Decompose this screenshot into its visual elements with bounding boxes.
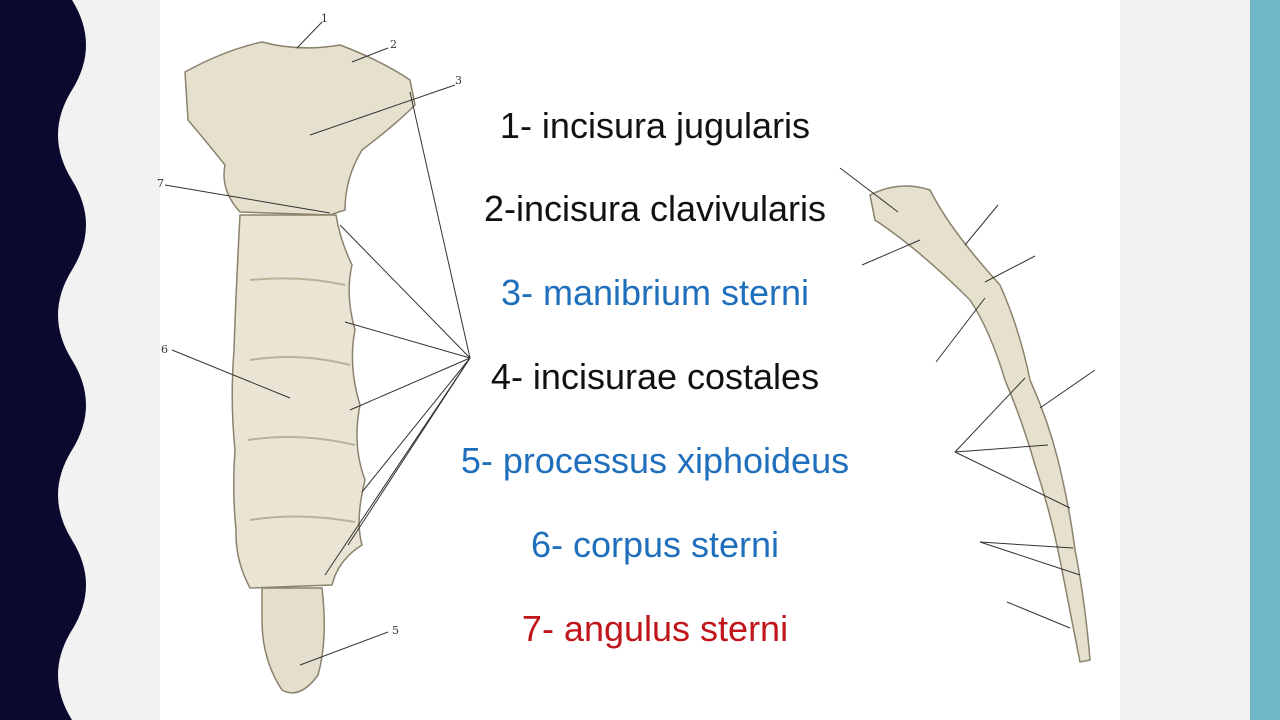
sternum-lateral-view (869, 185, 1091, 663)
decorative-accent-bar (1250, 0, 1280, 720)
figure-number-1: 1 (321, 12, 328, 25)
label-angulus-sterni: 7- angulus sterni (521, 608, 789, 649)
lateral-sternum-shape (869, 185, 1091, 663)
leader-lines-lateral (839, 167, 1096, 629)
label-processus-xiphoideus: 5- processus xiphoideus (460, 440, 850, 481)
figure-number-3: 3 (455, 74, 462, 87)
label-manubrium-sterni: 3- manibrium sterni (500, 272, 810, 313)
figure-number-6: 6 (161, 343, 168, 356)
manubrium-shape (184, 41, 416, 216)
label-incisurae-costales: 4- incisurae costales (490, 356, 820, 397)
label-corpus-sterni: 6- corpus sterni (530, 524, 780, 565)
sternum-body-shape (231, 214, 366, 589)
label-incisura-clavicularis: 2-incisura clavivularis (483, 188, 827, 229)
figure-number-2: 2 (390, 38, 397, 51)
xiphoid-shape (261, 587, 325, 694)
decorative-wavy-band (0, 0, 86, 720)
figure-number-5: 5 (392, 624, 399, 637)
figure-number-7: 7 (157, 177, 164, 190)
sternum-front-view (184, 41, 416, 694)
label-incisura-jugularis: 1- incisura jugularis (499, 105, 811, 146)
leader-lines-front (164, 21, 471, 666)
